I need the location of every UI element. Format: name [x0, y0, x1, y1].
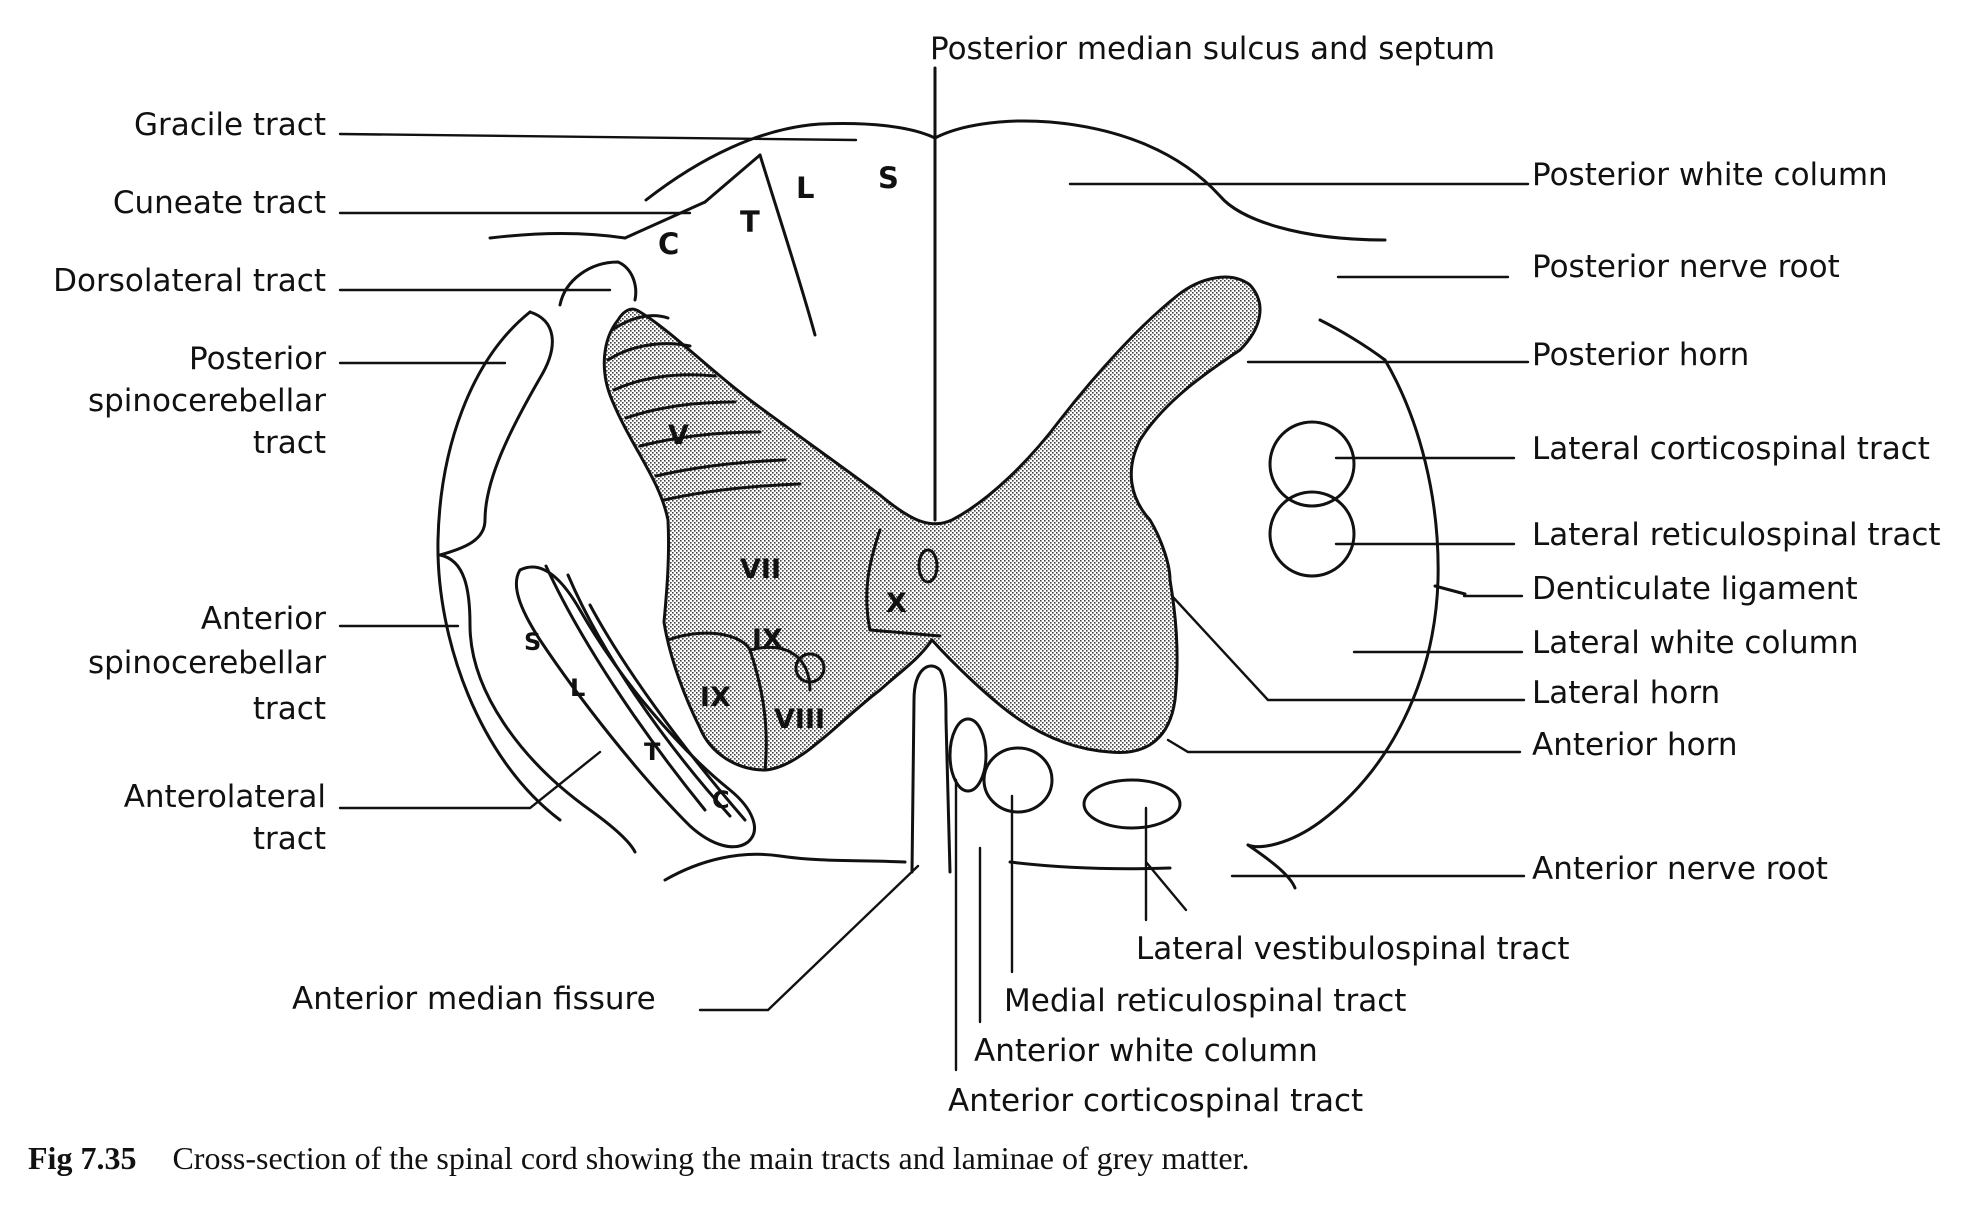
label-posterior-median-sulcus: Posterior median sulcus and septum: [930, 28, 1495, 70]
anterolateral-segment-s: S: [524, 628, 541, 656]
anterior-median-fissure: [912, 666, 950, 872]
label-cuneate-tract: Cuneate tract: [60, 182, 326, 224]
label-anterior-spinocerebellar-1: Anterior: [40, 598, 326, 640]
leader-anterior-horn: [1168, 740, 1520, 752]
lamina-ix-upper-label: IX: [752, 624, 783, 655]
label-anterolateral-1: Anterolateral: [40, 776, 326, 818]
figure-number: Fig 7.35: [28, 1140, 136, 1176]
figure-caption: Fig 7.35 Cross-section of the spinal cord…: [28, 1140, 1249, 1177]
dorsolateral-tract: [560, 262, 636, 305]
medial-reticulospinal-ellipse: [984, 748, 1052, 812]
label-lateral-white-column: Lateral white column: [1532, 622, 1859, 664]
lateral-vestibulospinal-ellipse: [1084, 780, 1180, 828]
label-lateral-vestibulospinal-tract: Lateral vestibulospinal tract: [1136, 928, 1570, 970]
cord-outline-left-dorsal: [705, 155, 760, 202]
anterolateral-segment-t: T: [644, 738, 661, 766]
leader-anterior-median-fissure: [700, 866, 918, 1010]
lamina-viii-label: VIII: [774, 704, 825, 735]
label-anterolateral-2: tract: [40, 818, 326, 860]
lamina-v-label: V: [668, 420, 689, 451]
label-anterior-corticospinal-tract: Anterior corticospinal tract: [948, 1080, 1363, 1122]
label-dorsolateral-tract: Dorsolateral tract: [20, 260, 326, 302]
posterior-root-left: [490, 234, 625, 239]
anterolateral-segment-c: C: [712, 786, 730, 814]
posterior-segment-t: T: [740, 205, 760, 239]
label-posterior-spinocerebellar-1: Posterior: [40, 338, 326, 380]
leader-lateral-horn: [1172, 596, 1524, 700]
anterolateral-segment-l: L: [570, 674, 585, 702]
lamina-x-label: X: [886, 588, 907, 619]
cord-outline-anterior: [665, 854, 905, 880]
anterior-nerve-root: [1248, 845, 1295, 888]
leader-anterolateral: [340, 752, 600, 808]
posterior-segment-l: L: [796, 171, 814, 205]
lamina-vii-label: VII: [740, 554, 781, 585]
label-anterior-spinocerebellar-3: tract: [40, 688, 326, 730]
label-lateral-horn: Lateral horn: [1532, 672, 1720, 714]
posterior-segment-s: S: [878, 161, 899, 195]
lamina-ix-lower-label: IX: [700, 682, 731, 713]
label-anterior-spinocerebellar-2: spinocerebellar: [40, 642, 326, 684]
label-posterior-white-column: Posterior white column: [1532, 154, 1888, 196]
cord-outline-right: [1248, 360, 1438, 847]
posterior-root-right: [1320, 320, 1385, 360]
label-anterior-nerve-root: Anterior nerve root: [1532, 848, 1828, 890]
denticulate-ligament: [1435, 586, 1465, 594]
label-anterior-median-fissure: Anterior median fissure: [292, 978, 656, 1020]
label-anterior-horn: Anterior horn: [1532, 724, 1737, 766]
label-gracile-tract: Gracile tract: [80, 104, 326, 146]
figure-caption-text: Cross-section of the spinal cord showing…: [172, 1140, 1249, 1176]
label-posterior-spinocerebellar-2: spinocerebellar: [40, 380, 326, 422]
label-lateral-corticospinal-tract: Lateral corticospinal tract: [1532, 428, 1930, 470]
label-posterior-nerve-root: Posterior nerve root: [1532, 246, 1840, 288]
label-denticulate-ligament: Denticulate ligament: [1532, 568, 1858, 610]
posterior-segment-c: C: [658, 227, 679, 261]
label-posterior-horn: Posterior horn: [1532, 334, 1749, 376]
label-medial-reticulospinal-tract: Medial reticulospinal tract: [1004, 980, 1406, 1022]
label-posterior-spinocerebellar-3: tract: [40, 422, 326, 464]
label-lateral-reticulospinal-tract: Lateral reticulospinal tract: [1532, 514, 1941, 556]
label-anterior-white-column: Anterior white column: [974, 1030, 1318, 1072]
leader-gracile: [340, 134, 856, 140]
